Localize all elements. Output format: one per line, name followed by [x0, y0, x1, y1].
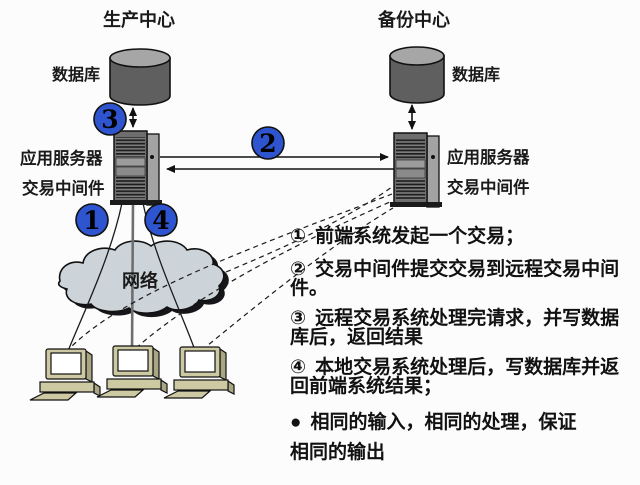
note-step-1-text: 前端系统发起一个交易；	[315, 226, 525, 247]
dashed-link-3	[201, 207, 394, 351]
backup-db-label: 数据库	[452, 65, 500, 84]
network-cloud	[57, 240, 229, 318]
production-server-icon	[110, 130, 162, 206]
step-badge-1-number: 1	[83, 206, 100, 235]
production-db-label: 数据库	[52, 65, 100, 84]
backup-database-icon	[389, 46, 445, 104]
note-step-3-marker: ③	[290, 307, 307, 329]
step-badge-3-number: 3	[101, 105, 118, 134]
production-database-icon	[109, 48, 171, 106]
client-pc-1-icon	[29, 348, 101, 401]
client-pc-2-icon	[96, 345, 168, 398]
note-step-3-text: 远程交易系统处理完请求，并写数据库后，返回结果	[290, 307, 620, 348]
note-step-2-marker: ②	[290, 258, 307, 280]
cable-pc1	[65, 202, 123, 357]
note-bullet-marker: ●	[290, 411, 302, 433]
production-middleware-label: 交易中间件	[22, 178, 105, 198]
step-badge-2-number: 2	[259, 129, 276, 158]
backup-server-icon	[390, 132, 442, 208]
dashed-link-1	[65, 193, 393, 353]
note-step-4-marker: ④	[290, 356, 307, 378]
note-bullet: ● 相同的输入，相同的处理，保证	[290, 411, 638, 433]
dashed-link-4	[225, 186, 393, 273]
step-badge-4-number: 4	[152, 206, 169, 235]
production-center-title: 生产中心	[103, 9, 175, 30]
note-step-1: ① 前端系统发起一个交易；	[290, 227, 638, 247]
note-step-1-marker: ①	[290, 226, 307, 247]
note-bullet-line2: 相同的输出	[290, 443, 638, 463]
note-step-2-text: 交易中间件提交交易到远程交易中间件。	[290, 258, 620, 299]
client-pc-3-icon	[163, 346, 235, 399]
production-app-server-label: 应用服务器	[20, 148, 103, 168]
cloud-shape	[57, 240, 225, 314]
backup-center-title: 备份中心	[377, 9, 450, 30]
network-label: 网络	[122, 270, 158, 291]
note-bullet-line2-text: 相同的输出	[290, 442, 386, 463]
backup-app-server-label: 应用服务器	[447, 147, 530, 167]
step-badge-4: 4	[144, 203, 178, 237]
step-badge-1: 1	[75, 203, 109, 237]
backup-middleware-label: 交易中间件	[447, 177, 530, 197]
step-badge-3: 3	[93, 102, 127, 136]
note-bullet-text: 相同的输入，相同的处理，保证	[310, 411, 577, 433]
dashed-link-2	[135, 200, 393, 349]
cable-pc2	[130, 202, 135, 354]
note-step-4-text: 本地交易系统处理后，写数据库并返回前端系统结果；	[290, 356, 620, 397]
failover-dashed-links	[65, 186, 394, 353]
step-badge-2: 2	[251, 126, 285, 160]
